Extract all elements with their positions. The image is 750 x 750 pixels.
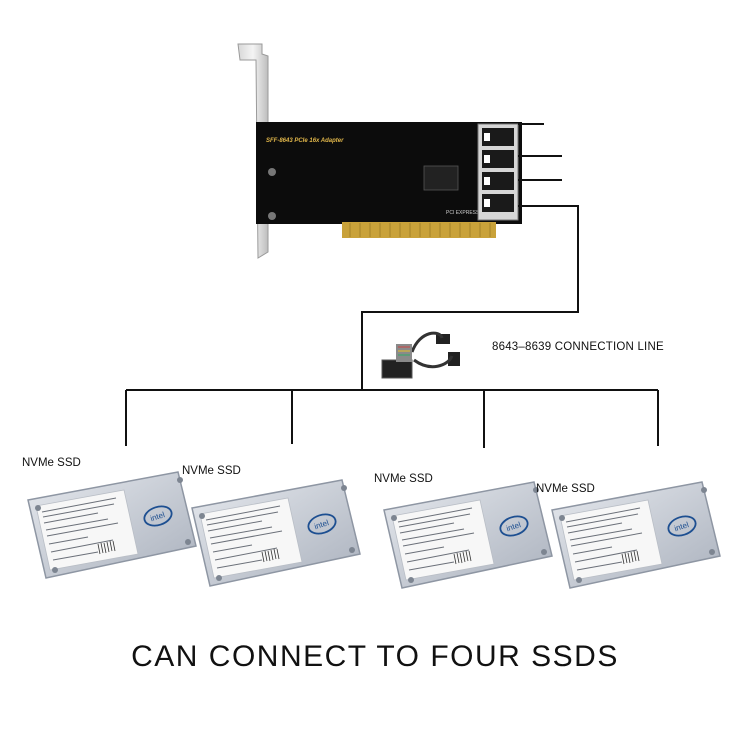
card-gold-contacts: [342, 222, 496, 238]
intel-logo-text: intel: [505, 520, 522, 533]
ssd-label-2: NVMe SSD: [182, 465, 241, 477]
intel-logo: [499, 515, 529, 537]
card-title: SFF-8643 PCIe 16x Adapter: [266, 138, 344, 144]
port-line-4: [361, 205, 579, 390]
connection-lines: [125, 123, 659, 448]
intel-logo: [667, 515, 697, 537]
ssd-1: intel: [27, 471, 197, 579]
sff8643-port-4: [482, 194, 514, 212]
intel-logo-text: intel: [673, 520, 690, 533]
card-ports: [477, 123, 519, 221]
cable-label: 8643–8639 CONNECTION LINE: [492, 341, 664, 353]
intel-logo-text: intel: [149, 510, 166, 523]
sff8643-port-3: [482, 172, 514, 190]
intel-logo-text: intel: [313, 518, 330, 531]
card-pcie-logo: PCI EXPRESS: [446, 210, 480, 216]
sff8643-port-2: [482, 150, 514, 168]
ssd-3: intel: [383, 481, 553, 589]
pcie-adapter-card: SFF-8643 PCIe 16x Adapter PCI EXPRESS: [237, 43, 522, 259]
card-chip: [423, 165, 459, 191]
ssd-2: intel: [191, 479, 361, 587]
caption: CAN CONNECT TO FOUR SSDS: [131, 640, 619, 673]
ssd-4: intel: [551, 481, 721, 589]
card-contact-fingers: [349, 223, 491, 237]
ssd-label-4: NVMe SSD: [536, 483, 595, 495]
card-cert-marks: [268, 168, 276, 220]
sff8643-8639-cable: [381, 331, 460, 379]
sff8643-port-1: [482, 128, 514, 146]
ssd-label-1: NVMe SSD: [22, 457, 81, 469]
intel-logo: [143, 505, 173, 527]
ssd-label-3: NVMe SSD: [374, 473, 433, 485]
intel-logo: [307, 513, 337, 535]
